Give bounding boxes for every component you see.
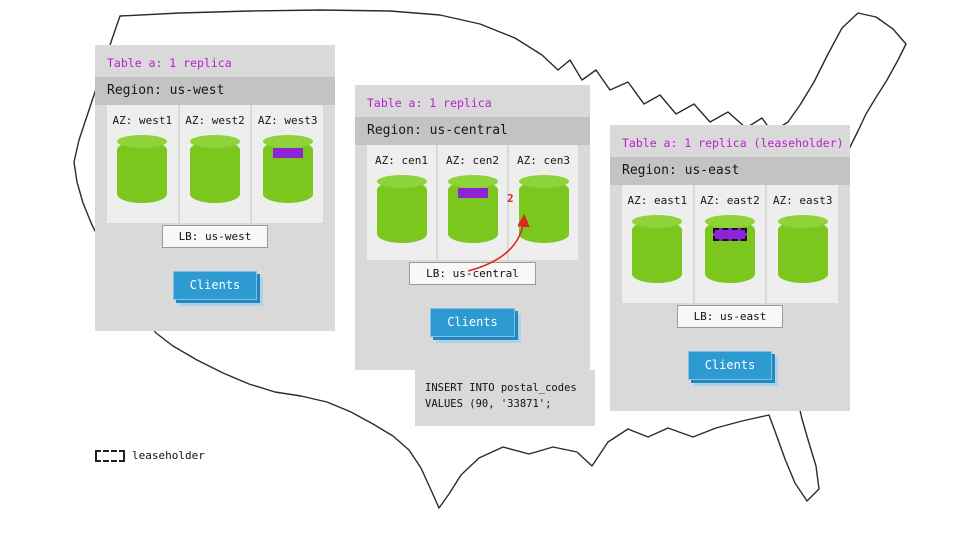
cylinder-top [190, 135, 240, 148]
cylinder-top [705, 215, 755, 228]
database-cylinder-icon [190, 135, 240, 203]
az-column: AZ: east2 [692, 185, 766, 303]
region-label: Region: us-west [95, 77, 335, 105]
database-cylinder-icon [117, 135, 168, 203]
table-replica-label: Table a: 1 replica [367, 96, 492, 110]
az-column: AZ: east1 [622, 185, 693, 303]
cylinder-top [632, 215, 683, 228]
arrow-step-label: 2 [507, 192, 514, 205]
cylinder-body [376, 181, 427, 243]
cylinder-body [117, 141, 168, 203]
cylinder-top [376, 175, 427, 188]
cylinder-top [518, 175, 569, 188]
az-column: AZ: cen2 [436, 145, 507, 260]
sql-line-1: INSERT INTO postal_codes [425, 382, 577, 394]
az-group: AZ: west1 AZ: west2 AZ: west3 [107, 105, 323, 223]
load-balancer-box: LB: us-west [161, 225, 269, 248]
az-label: AZ: east1 [627, 194, 688, 207]
cylinder-top [777, 215, 828, 228]
cylinder-body [777, 221, 828, 283]
cylinder-top [262, 135, 313, 148]
az-group: AZ: cen1 AZ: cen2 AZ: cen3 [367, 145, 578, 260]
sql-statement: INSERT INTO postal_codes VALUES (90, '33… [415, 370, 595, 426]
az-column: AZ: cen3 [507, 145, 578, 260]
cylinder-body [190, 141, 240, 203]
database-cylinder-icon [705, 215, 755, 283]
az-group: AZ: east1 AZ: east2 AZ: east3 [622, 185, 838, 303]
database-cylinder-icon [632, 215, 683, 283]
az-label: AZ: west3 [257, 114, 318, 127]
region-panel-us-west: Table a: 1 replica Region: us-west AZ: w… [95, 45, 335, 331]
cylinder-body [632, 221, 683, 283]
az-label: AZ: cen3 [517, 154, 570, 167]
database-cylinder-icon [262, 135, 313, 203]
az-column: AZ: east3 [765, 185, 838, 303]
cylinder-body [518, 181, 569, 243]
region-label: Region: us-east [610, 157, 850, 185]
sql-line-2: VALUES (90, '33871'; [425, 398, 552, 411]
az-column: AZ: west3 [250, 105, 323, 223]
database-cylinder-icon [376, 175, 427, 243]
clients-button[interactable]: Clients [687, 351, 773, 380]
legend: leaseholder [95, 449, 205, 462]
table-replica-label: Table a: 1 replica [107, 56, 232, 70]
database-cylinder-icon [447, 175, 498, 243]
cylinder-top [447, 175, 498, 188]
clients-button[interactable]: Clients [172, 271, 258, 300]
leaseholder-chip [713, 228, 747, 241]
region-panel-us-east: Table a: 1 replica (leaseholder) Region:… [610, 125, 850, 411]
az-label: AZ: west2 [185, 114, 245, 127]
az-label: AZ: east3 [772, 194, 833, 207]
table-replica-label: Table a: 1 replica (leaseholder) [622, 136, 844, 150]
replica-chip [457, 188, 488, 198]
region-panel-us-central: Table a: 1 replica Region: us-central AZ… [355, 85, 590, 370]
database-cylinder-icon [777, 215, 828, 283]
az-label: AZ: west1 [112, 114, 173, 127]
load-balancer-box: LB: us-east [676, 305, 784, 328]
cylinder-top [117, 135, 168, 148]
az-label: AZ: cen2 [446, 154, 499, 167]
load-balancer-box: LB: us-central [409, 262, 536, 285]
az-label: AZ: east2 [700, 194, 760, 207]
replica-chip [272, 148, 303, 158]
az-column: AZ: west1 [107, 105, 178, 223]
legend-label: leaseholder [132, 449, 205, 462]
clients-button[interactable]: Clients [430, 308, 515, 337]
database-cylinder-icon [518, 175, 569, 243]
az-label: AZ: cen1 [375, 154, 428, 167]
leaseholder-swatch-icon [95, 449, 125, 462]
region-label: Region: us-central [355, 117, 590, 145]
az-column: AZ: cen1 [367, 145, 436, 260]
az-column: AZ: west2 [177, 105, 251, 223]
